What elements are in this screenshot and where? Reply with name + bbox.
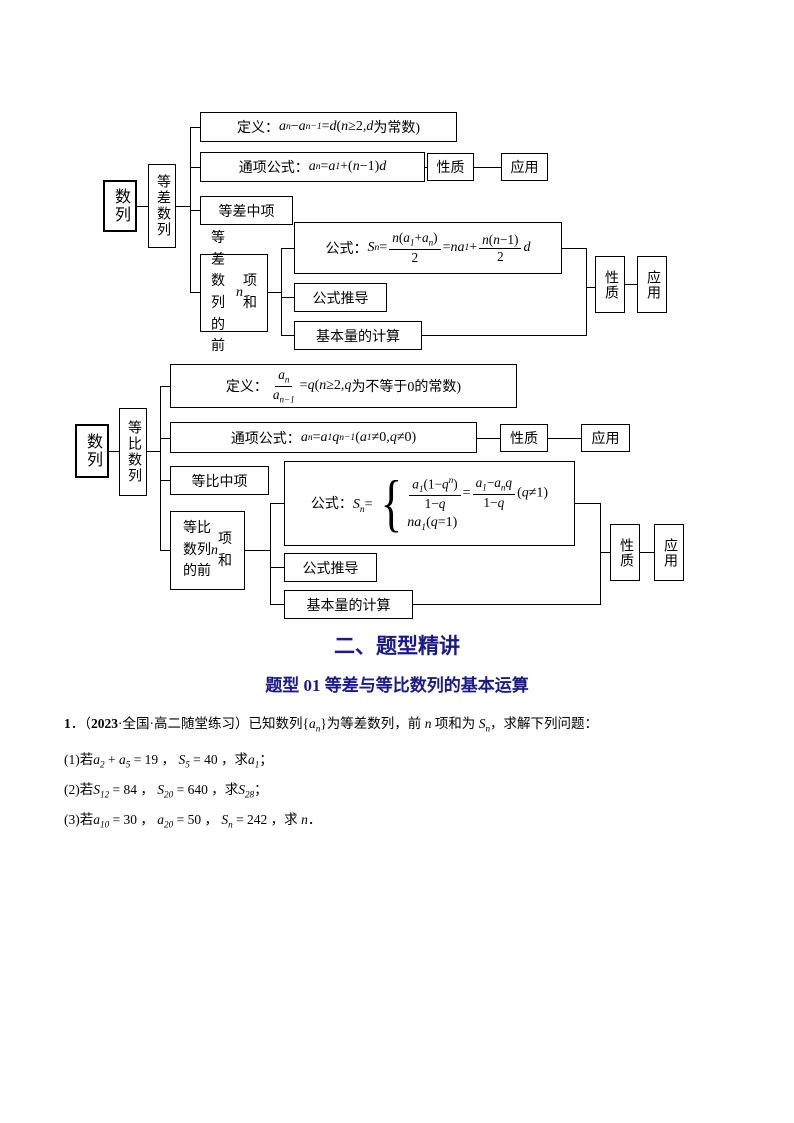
connector-line [281,297,294,298]
geom-sum-case-2: na1(q=1) [407,514,458,533]
connector-line [137,206,148,207]
connector-line [160,386,161,551]
connector-line [425,167,428,168]
connector-line [270,604,284,605]
connector-line [160,480,170,481]
node-geom-sum-properties: 性质 [610,524,640,581]
node-arith-branch: 等差数列 [148,164,176,248]
connector-line [281,248,282,336]
node-arith-sum-application: 应用 [637,256,667,313]
node-geom-middle-term: 等比中项 [170,466,269,495]
connector-line [190,127,200,128]
connector-line [422,335,586,336]
connector-line [268,292,281,293]
connector-line [270,503,284,504]
connector-line [413,604,600,605]
connector-line [640,552,654,553]
node-sequence-root: 数列 [75,424,109,478]
connector-line [474,167,501,168]
node-geom-basic-quantity: 基本量的计算 [284,590,413,619]
connector-line [160,550,170,551]
topic-heading: 题型 01 等差与等比数列的基本运算 [265,676,529,695]
connector-line [586,248,587,336]
connector-line [245,550,270,551]
connector-line [600,552,610,553]
node-geom-term-properties: 性质 [500,424,548,452]
connector-line [586,287,595,288]
node-geom-formula-derivation: 公式推导 [284,553,377,582]
node-arith-formula-derivation: 公式推导 [294,283,387,312]
node-arith-term-application: 应用 [501,153,548,181]
connector-line [190,292,200,293]
connector-line [270,503,271,605]
problem-1-part-1: (1)若a2 + a5 = 19 ， S5 = 40 ，求a1； [64,752,273,770]
connector-line [176,206,190,207]
cases-brace: { [380,467,402,539]
connector-line [281,248,294,249]
node-sequence-root: 数列 [103,180,137,232]
node-geom-sum-application: 应用 [654,524,684,581]
geom-sum-formula-prefix: 公式：Sn= [310,496,373,515]
node-arith-middle-term: 等差中项 [200,196,293,225]
connector-line [190,210,200,211]
node-arith-basic-quantity: 基本量的计算 [294,321,422,350]
node-arith-sum-properties: 性质 [595,256,625,313]
section-heading: 二、题型精讲 [334,634,460,658]
connector-line [562,248,586,249]
problem-1-stem: 1．（2023·全国·高二随堂练习）已知数列{an}为等差数列，前 n 项和为 … [64,716,599,734]
connector-line [160,438,170,439]
connector-line [281,335,294,336]
connector-line [147,451,160,452]
connector-line [109,451,119,452]
node-arith-term-properties: 性质 [427,153,474,181]
connector-line [548,438,581,439]
connector-line [160,386,170,387]
problem-1-part-2: (2)若S12 = 84 ， S20 = 640 ，求S28； [64,782,268,800]
connector-line [270,567,284,568]
connector-line [600,503,601,605]
connector-line [190,127,191,292]
connector-line [190,167,200,168]
node-geom-term-application: 应用 [581,424,630,452]
node-geom-branch: 等比数列 [119,408,147,496]
problem-1-part-3: (3)若a10 = 30 ， a20 = 50 ， Sn = 242 ，求 n． [64,812,322,830]
connector-line [477,438,500,439]
connector-line [575,503,600,504]
connector-line [625,284,637,285]
